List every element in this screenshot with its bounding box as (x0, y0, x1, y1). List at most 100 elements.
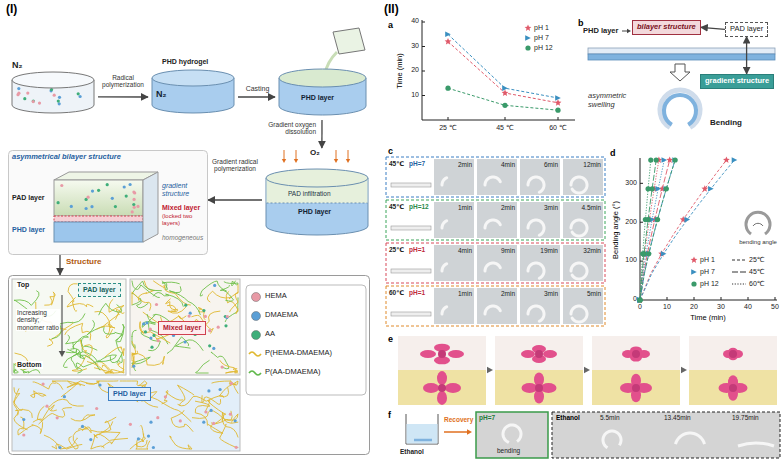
photo-frame (592, 370, 680, 405)
star-marker (691, 256, 698, 263)
data-line (448, 34, 558, 98)
monomer-dot (132, 190, 135, 193)
monomer-dot (149, 328, 152, 331)
monomer-dot (97, 189, 100, 192)
node-text: asymmetrical bilayer structure (12, 153, 202, 162)
axis (422, 20, 423, 120)
label: f (388, 410, 391, 420)
label: 300 (625, 179, 637, 187)
label: 100 (625, 256, 637, 264)
label: c (388, 146, 393, 156)
label: 3min (544, 204, 558, 211)
legend-swatch (252, 312, 261, 321)
bending-strip (528, 306, 544, 321)
mixed-band (54, 216, 143, 222)
dish-stage: PHD hydrogelN₂ (148, 58, 238, 115)
legend-text: pH 7 (700, 268, 715, 276)
legend-text: pH 1 (700, 256, 715, 264)
label: 25 ℃ (439, 124, 457, 132)
polymer-chain (140, 425, 145, 441)
circle-marker (640, 251, 645, 256)
flat-strip (391, 183, 431, 187)
monomer-dot (149, 421, 152, 424)
tick (422, 95, 425, 96)
polymer-chain (69, 429, 88, 449)
polymer-chain (83, 352, 116, 362)
label: pH=1 (409, 246, 425, 253)
monomer-dot (204, 410, 207, 413)
label: 0 (638, 303, 642, 311)
bending-strip (603, 431, 621, 448)
legend-text: 45℃ (749, 268, 765, 276)
node-text: homogeneous (162, 234, 203, 241)
photo-frame (563, 159, 603, 195)
label: 13.45min (664, 414, 691, 421)
monomer-dot (131, 210, 134, 213)
star-marker (445, 38, 452, 45)
label: 19.75min (732, 414, 759, 421)
polymer-chain (105, 347, 124, 357)
polymer-chain (142, 314, 155, 327)
gradient-box: gradient structure (700, 74, 774, 89)
monomer-dot (129, 183, 132, 186)
node-text: (locked two layers) (162, 213, 206, 227)
triangle-marker (655, 217, 661, 223)
polymer-chain (39, 408, 72, 424)
arrow-head (282, 159, 286, 163)
polymer-chain (222, 412, 238, 437)
circle-marker (637, 297, 642, 302)
edge-label: Gradient oxygen dissolution (252, 121, 316, 136)
monomer-dot (147, 435, 150, 438)
oxygen-arrow (284, 150, 285, 159)
label: pH=7 (479, 414, 495, 421)
monomer-dot (136, 205, 139, 208)
monomer-dot (234, 419, 237, 422)
polymer-chain (198, 307, 205, 319)
bending-strip (442, 307, 447, 314)
triangle-marker (445, 31, 451, 37)
polymer-chain (14, 410, 32, 430)
monomer-dot (79, 95, 82, 98)
polymer-chain (87, 362, 112, 373)
label: 4min (501, 161, 515, 168)
star-marker (666, 156, 673, 163)
circle-marker (654, 157, 659, 162)
label: d (610, 148, 616, 158)
flower-center (535, 350, 543, 358)
photo-frame (520, 288, 560, 324)
monomer-dot (57, 100, 60, 103)
monomer-dot (133, 198, 136, 201)
polymer-chain (65, 323, 91, 340)
photo-frame (520, 159, 560, 195)
polymer-chain (45, 292, 55, 305)
bending-strip (528, 177, 544, 192)
label: 10 (411, 91, 419, 99)
circle-marker (655, 217, 660, 222)
dish-stage: N₂ (8, 60, 98, 115)
polymer-chain (167, 337, 189, 354)
arrow-head (487, 367, 493, 374)
hollow-arrow (670, 64, 690, 81)
layer-tag: PAD layer (78, 283, 121, 297)
bending-strip (528, 263, 544, 278)
monomer-dot (17, 87, 20, 90)
node-text: Mixed layer (162, 204, 200, 212)
monomer-dot (212, 422, 215, 425)
network-view (12, 379, 240, 451)
bending-strip (503, 425, 521, 443)
data-curve (640, 160, 651, 300)
photo-frame (552, 412, 780, 458)
tick (422, 22, 425, 23)
photo-frame (563, 245, 603, 281)
monomer-dot (133, 206, 136, 209)
flat-strip (391, 312, 431, 316)
tick (775, 297, 776, 300)
triangle-marker (502, 85, 508, 91)
polymer-chain (195, 401, 210, 425)
triangle-marker (664, 186, 670, 192)
label: pH=7 (409, 160, 425, 167)
legend-swatch (252, 293, 261, 302)
phd-slab (54, 222, 143, 242)
flower-petal (521, 350, 535, 358)
monomer-dot (114, 205, 117, 208)
